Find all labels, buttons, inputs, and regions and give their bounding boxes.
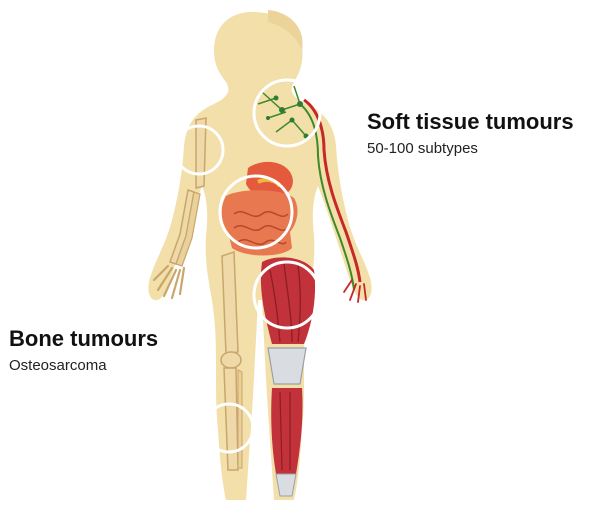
bone-tumour-title: Bone tumours xyxy=(9,326,158,352)
soft-tissue-label: Soft tissue tumours 50-100 subtypes xyxy=(367,109,574,159)
soft-tissue-subtitle: 50-100 subtypes xyxy=(367,139,574,159)
bone-tumour-subtitle: Osteosarcoma xyxy=(9,356,158,376)
bone-tumour-label: Bone tumours Osteosarcoma xyxy=(9,326,158,376)
soft-tissue-title: Soft tissue tumours xyxy=(367,109,574,135)
